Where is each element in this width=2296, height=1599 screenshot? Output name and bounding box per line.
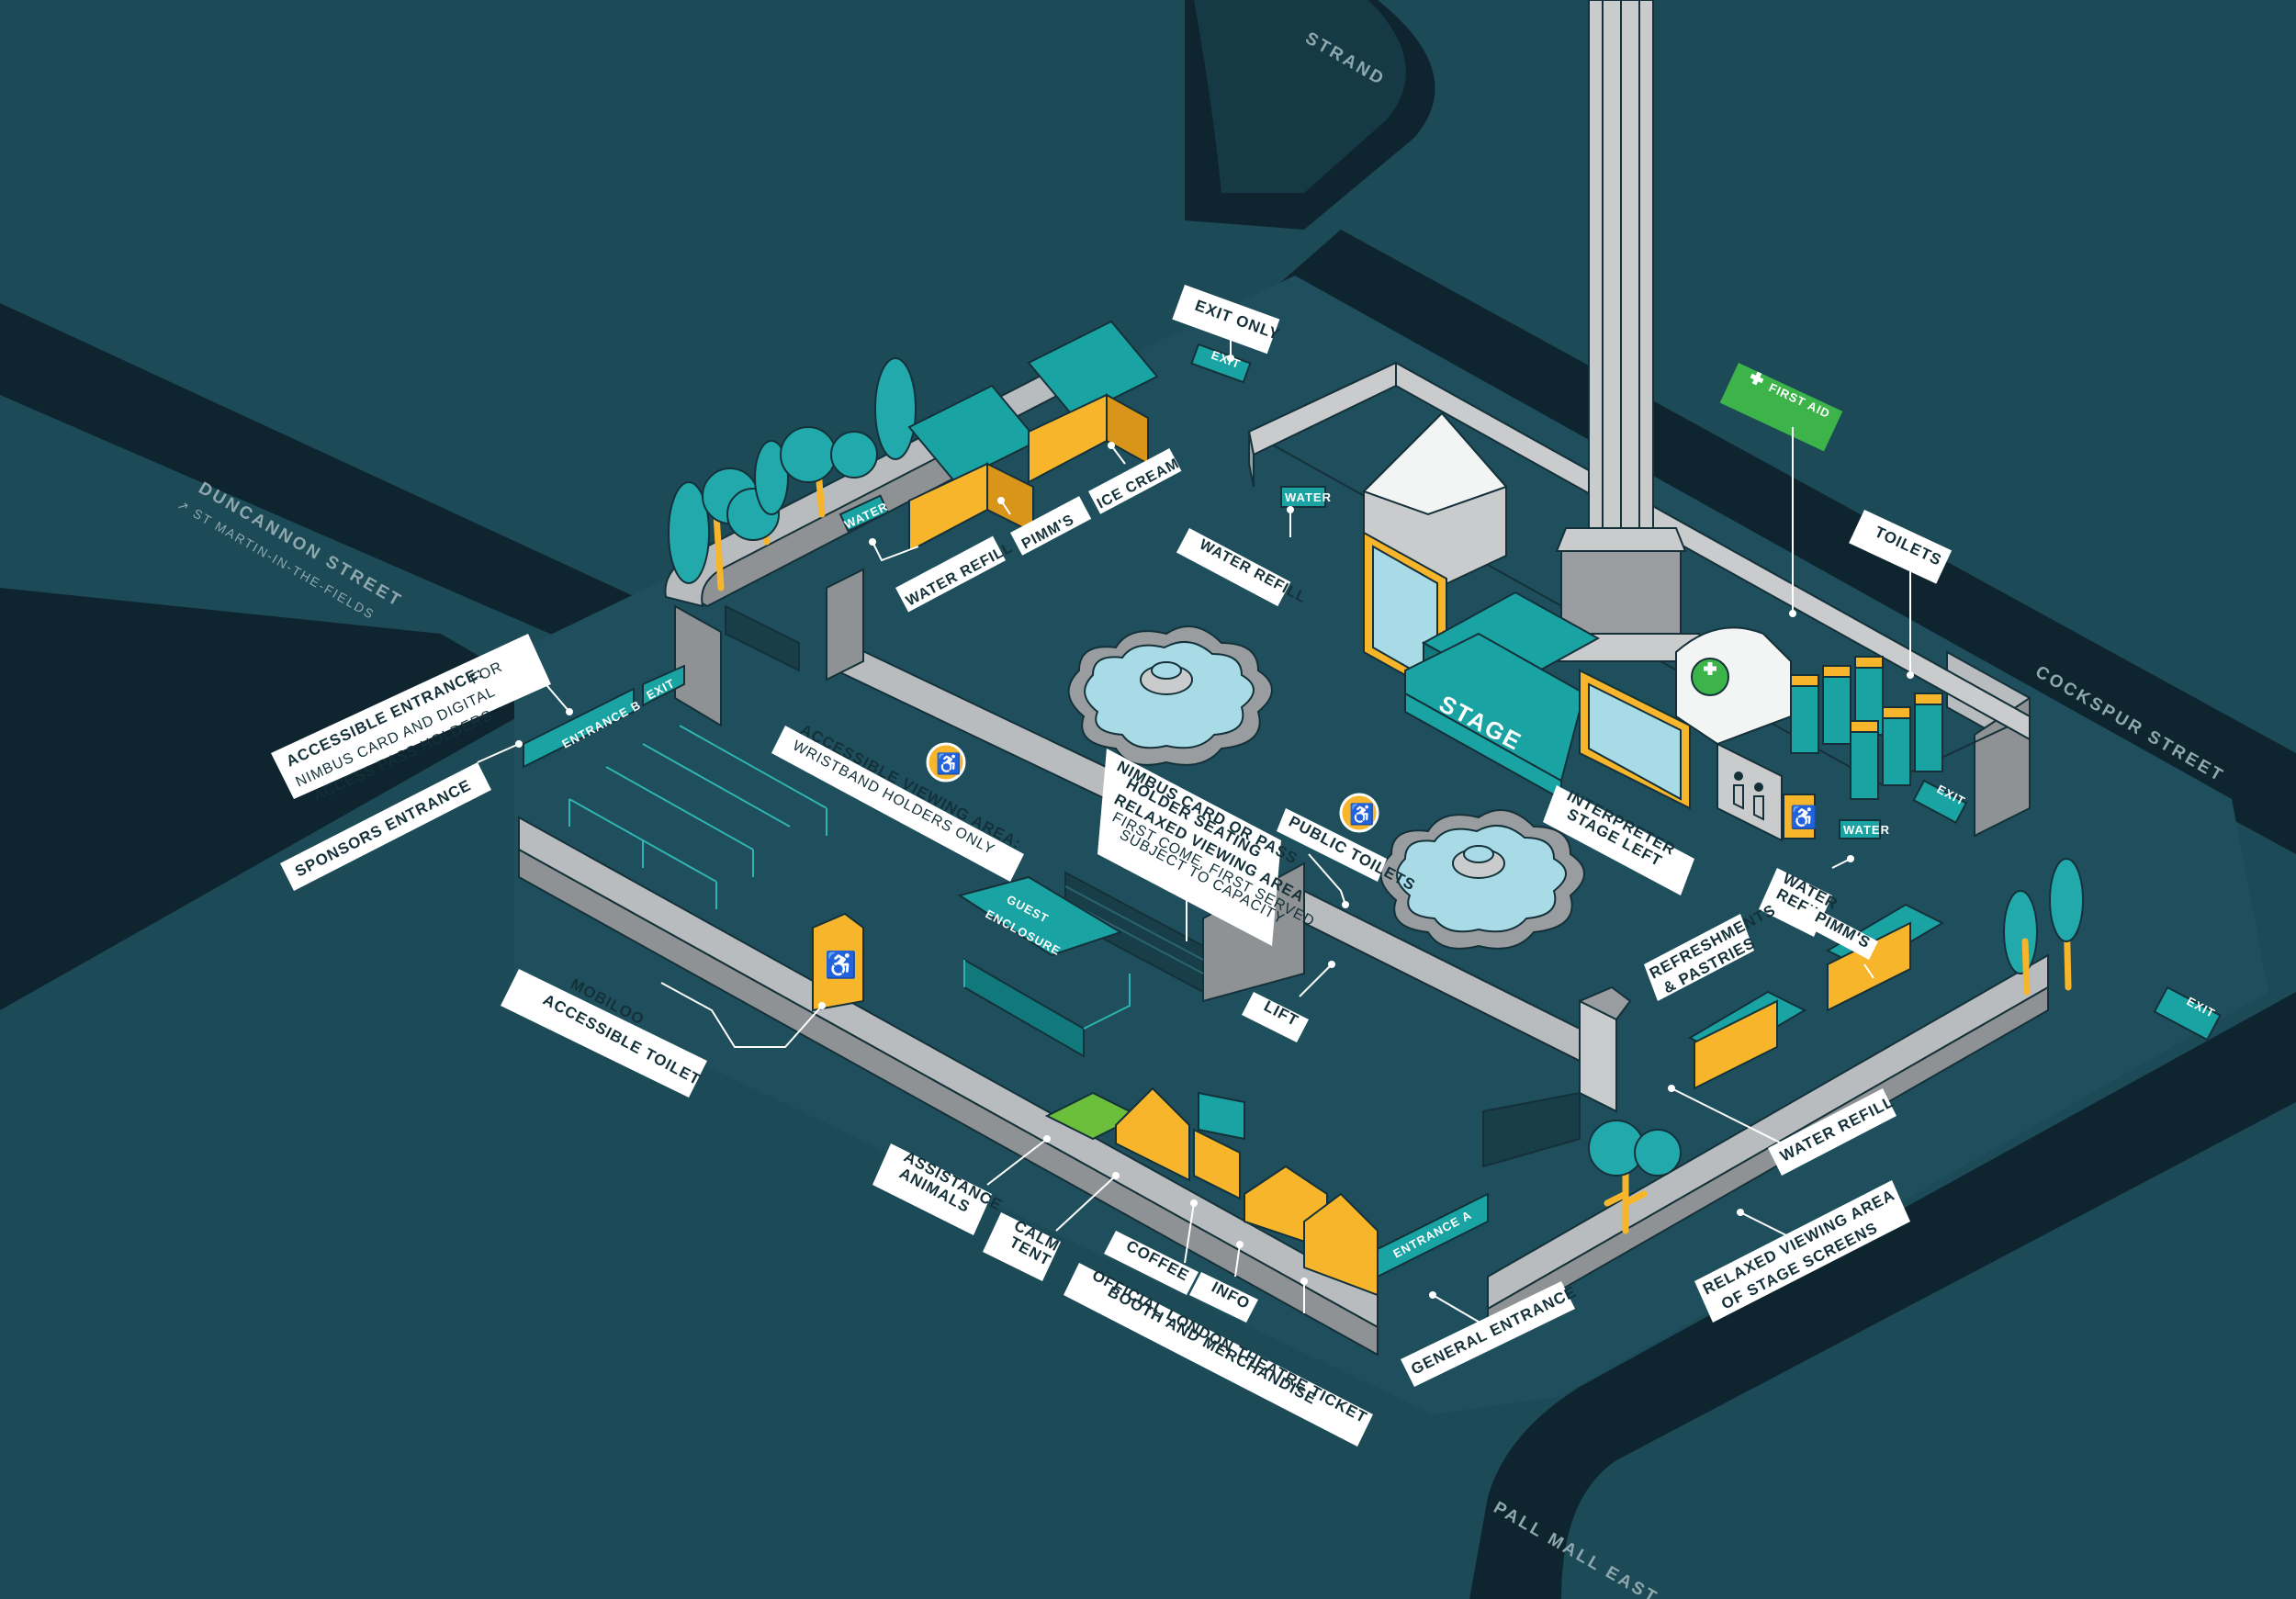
water-sign-top: WATER (1285, 490, 1332, 504)
fountain-south (1379, 809, 1585, 950)
water-sign-east: WATER (1843, 823, 1890, 837)
stalls-north (907, 320, 1159, 553)
label-lift: LIFT (1242, 961, 1335, 1042)
accessible-viewing-icon: ♿ (936, 752, 961, 775)
stage-structure: STAGE (1362, 411, 1691, 810)
toilet-people-icon (1733, 771, 1764, 821)
stalls-south (1044, 1087, 1379, 1297)
mobiloo: ♿ (812, 912, 864, 1012)
fountain-north (1067, 625, 1273, 766)
nelsons-column (1532, 0, 1710, 662)
accessible-icon: ♿ (1790, 805, 1818, 830)
stalls-east (1687, 903, 1945, 1090)
trees (668, 357, 2084, 1234)
portable-toilets: ♿ (1716, 656, 1943, 842)
first-aid-cross-icon (1691, 658, 1729, 696)
mobiloo-accessible-icon: ♿ (825, 950, 857, 980)
public-toilets-accessible-icon: ♿ (1349, 803, 1374, 826)
tree-icon (668, 481, 710, 584)
label-exit-only: EXIT ONLY (1172, 285, 1282, 362)
steps (725, 604, 1581, 1168)
first-aid-tent (1675, 626, 1792, 746)
queue-barriers (568, 725, 827, 909)
